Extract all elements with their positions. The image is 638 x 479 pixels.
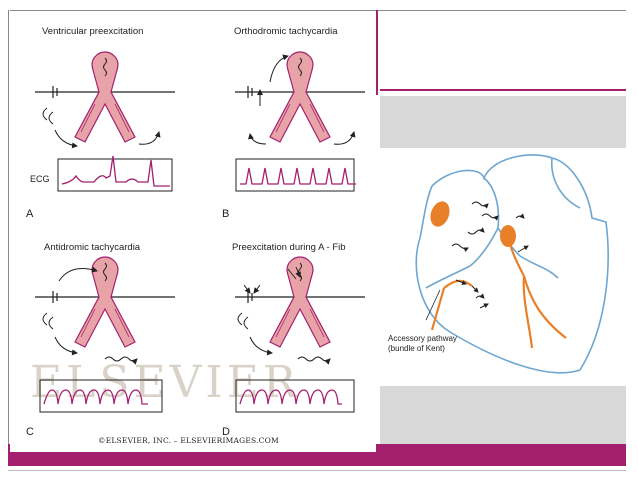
left-border-line [8,10,9,465]
panel-a-letter: A [26,208,34,220]
panel-b-letter: B [222,208,230,220]
heart-outline [415,154,609,374]
conduction-figure: ELSEVIER [10,12,376,452]
panel-d-letter: D [222,426,230,438]
grey-block-bottom [380,386,626,444]
sa-node [430,201,450,227]
ecg-trace-c [43,389,148,405]
av-node [500,225,516,247]
panel-a-diagram [35,51,175,149]
bottom-border-line [8,470,626,471]
accessory-pathway-label: Accessory pathway [388,334,457,343]
panel-b-diagram [235,51,365,145]
panel-d-diagram [235,256,365,365]
ecg-label: ECG [30,174,50,184]
panel-c-title: Antidromic tachycardia [44,242,141,253]
panel-c-diagram [35,256,175,365]
impulse-arrows [451,201,529,309]
panel-a-title: Ventricular preexcitation [42,26,144,37]
accessory-pathway [443,279,473,289]
ecg-trace-d [239,389,342,405]
watermark-text: ELSEVIER [30,357,301,408]
heart-illustration [415,154,609,374]
bundle-of-kent-label: (bundle of Kent) [388,344,445,353]
ecg-trace-b [240,167,356,185]
copyright-text: ©ELSEVIER, INC. – ELSEVIERIMAGES.COM [98,436,279,445]
conduction-diagrams [35,51,365,413]
accent-horizontal-line [380,89,626,91]
panel-d-title: Preexcitation during A - Fib [232,242,346,253]
ecg-trace-a [61,155,170,187]
heart-diagram: Accessory pathway (bundle of Kent) [380,148,626,386]
panel-c-letter: C [26,426,34,438]
panel-b-title: Orthodromic tachycardia [234,26,338,37]
accent-vertical-line [376,10,378,95]
grey-block-top [380,96,626,148]
top-border-line [10,10,626,11]
